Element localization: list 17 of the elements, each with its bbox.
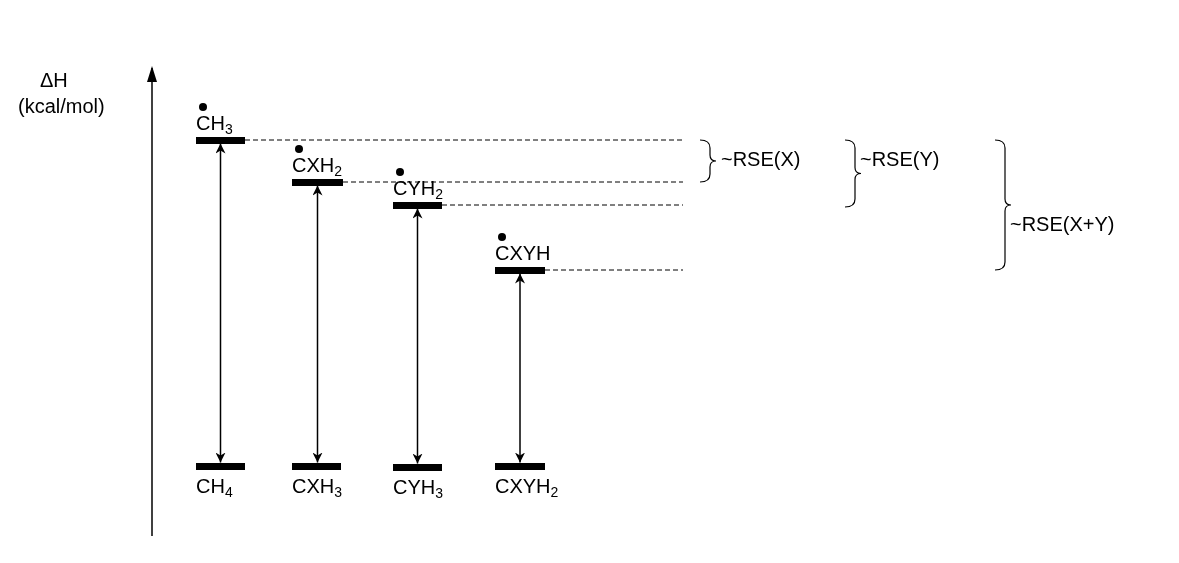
formula-label: CXYH$_{2}$ xyxy=(495,473,559,498)
axis-label: (kcal/mol) xyxy=(18,94,105,118)
formula-label: CXH$_{2}$ xyxy=(292,152,343,177)
formula-label: CH$_{3}$ xyxy=(196,110,233,135)
formula-label: CYH$_{3}$ xyxy=(393,474,444,499)
formula-label: CXYH xyxy=(495,240,551,265)
double-headed-arrow xyxy=(515,272,525,464)
bracket-label: ~RSE(X+Y) xyxy=(1010,212,1115,236)
axis-label: ΔH xyxy=(40,68,68,92)
double-headed-arrow xyxy=(412,207,423,465)
double-headed-arrow xyxy=(215,142,226,464)
formula-label: CXH$_{3}$ xyxy=(292,473,343,498)
formula-label: CH$_{4}$ xyxy=(196,473,233,498)
formula-label: CYH$_{2}$ xyxy=(393,175,444,200)
bracket-label: ~RSE(X) xyxy=(721,147,801,171)
bracket-label: ~RSE(Y) xyxy=(860,147,940,171)
double-headed-arrow xyxy=(312,184,323,464)
